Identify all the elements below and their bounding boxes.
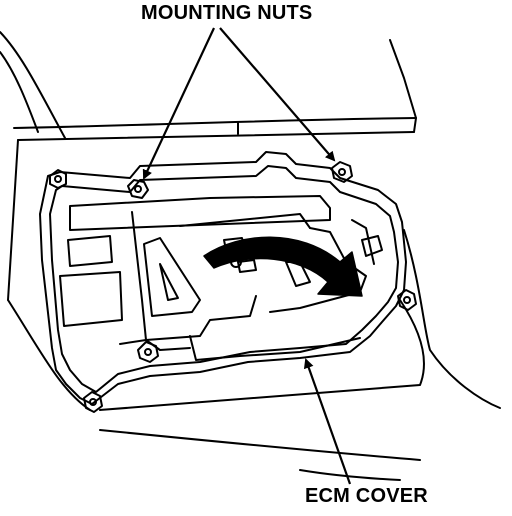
leader-line-ecm-cover xyxy=(303,358,352,485)
mounting-nut-upper-left xyxy=(127,179,149,199)
mounting-nut-lower-left xyxy=(137,341,159,363)
ecm-cover-label: ECM COVER xyxy=(305,485,428,507)
removal-direction-arrow xyxy=(203,236,363,297)
leader-line-nut-left xyxy=(142,27,215,180)
mounting-nut-bottom-corner xyxy=(83,391,103,413)
mounting-nut-right xyxy=(397,289,417,311)
left-trim-edge xyxy=(7,139,91,411)
mounting-nuts-label: MOUNTING NUTS xyxy=(141,2,313,24)
mounting-nut-left-clip xyxy=(49,169,67,189)
mounting-nut-upper-right xyxy=(331,161,353,183)
ecm-cover-outline xyxy=(39,151,407,405)
cover-inner-stampings xyxy=(59,195,383,361)
leader-line-nut-right xyxy=(219,27,336,162)
upper-dash-trim xyxy=(0,31,417,141)
